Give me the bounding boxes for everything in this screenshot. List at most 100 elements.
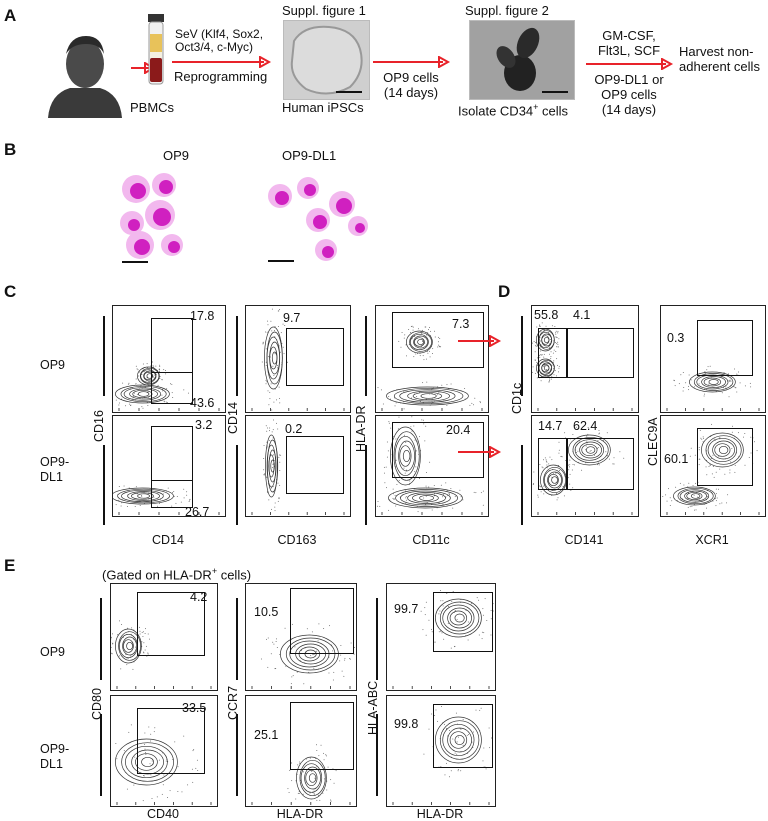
event-dot <box>193 749 195 751</box>
event-dot <box>434 330 436 332</box>
event-dot <box>485 768 487 770</box>
event-dot <box>683 387 685 389</box>
event-dot <box>484 598 486 600</box>
density-contour <box>551 476 558 484</box>
density-contour <box>703 377 722 387</box>
event-dot <box>269 398 271 400</box>
density-contour <box>113 487 174 505</box>
event-dot <box>417 353 419 355</box>
sev-factors-line1: SeV (Klf4, Sox2, <box>175 27 264 41</box>
event-dot <box>490 737 492 739</box>
event-dot <box>275 640 277 642</box>
event-dot <box>437 394 439 396</box>
density-contour <box>412 493 439 503</box>
event-dot <box>732 425 734 427</box>
event-dot <box>153 731 155 733</box>
event-dot <box>443 493 445 495</box>
event-dot <box>721 502 723 504</box>
event-dot <box>395 402 397 404</box>
density-contour <box>119 633 138 659</box>
event-dot <box>466 734 468 736</box>
density-contour <box>712 440 735 460</box>
density-contour <box>268 454 275 478</box>
density-contour <box>442 604 475 632</box>
event-dot <box>705 507 707 509</box>
event-dot <box>121 623 123 625</box>
event-dot <box>163 774 165 776</box>
event-dot <box>448 494 450 496</box>
event-dot <box>386 456 388 458</box>
event-dot <box>264 331 266 333</box>
event-dot <box>704 393 706 395</box>
event-dot <box>411 430 413 432</box>
op9-coculture-line2: (14 days) <box>383 85 439 100</box>
event-dot <box>539 340 541 342</box>
gate <box>566 328 634 378</box>
event-dot <box>169 790 171 792</box>
gate <box>137 708 205 774</box>
event-dot <box>159 366 161 368</box>
event-dot <box>262 343 264 345</box>
event-dot <box>556 346 558 348</box>
flow-plot-c1-op9dl1 <box>112 415 226 517</box>
event-dot <box>159 376 161 378</box>
event-dot <box>274 353 276 355</box>
event-dot <box>322 792 324 794</box>
density-contour <box>673 486 716 506</box>
event-dot <box>153 377 155 379</box>
event-dot <box>153 496 155 498</box>
event-dot <box>434 714 436 716</box>
event-dot <box>417 328 419 330</box>
gate-value: 60.1 <box>664 452 689 466</box>
event-dot <box>725 386 727 388</box>
event-dot <box>425 503 427 505</box>
event-dot <box>442 503 444 505</box>
event-dot <box>422 629 424 631</box>
event-dot <box>142 368 144 370</box>
event-dot <box>265 361 267 363</box>
density-contour <box>139 367 160 385</box>
event-dot <box>689 506 691 508</box>
event-dot <box>128 382 130 384</box>
event-dot <box>139 633 141 635</box>
pbmc-label: PBMCs <box>130 100 175 115</box>
event-dot <box>462 499 464 501</box>
event-dot <box>333 782 335 784</box>
event-dot <box>116 634 118 636</box>
event-dot <box>465 609 467 611</box>
flow-plot-e2-op9 <box>245 583 357 691</box>
event-dot <box>694 482 696 484</box>
event-dot <box>296 671 298 673</box>
event-dot <box>727 373 729 375</box>
event-dot <box>459 489 461 491</box>
event-dot <box>698 458 700 460</box>
op9-cytospin-image <box>120 173 183 263</box>
event-dot <box>479 401 481 403</box>
event-dot <box>441 705 443 707</box>
gate <box>538 438 568 490</box>
event-dot <box>423 359 425 361</box>
event-dot <box>585 449 587 451</box>
event-dot <box>731 448 733 450</box>
density-contour <box>419 495 434 501</box>
event-dot <box>688 389 690 391</box>
event-dot <box>326 789 328 791</box>
arrow-icon <box>586 58 674 70</box>
event-dot <box>571 469 573 471</box>
density-contour <box>693 373 734 391</box>
event-dot <box>188 501 190 503</box>
event-dot <box>135 383 137 385</box>
event-dot <box>438 613 440 615</box>
event-dot <box>440 630 442 632</box>
event-dot <box>310 655 312 657</box>
density-contour <box>390 426 421 486</box>
event-dot <box>151 760 153 762</box>
event-dot <box>553 360 555 362</box>
event-dot <box>429 356 431 358</box>
event-dot <box>400 346 402 348</box>
flow-plot-e1-op9dl1 <box>110 695 218 807</box>
event-dot <box>673 380 675 382</box>
event-dot <box>139 626 141 628</box>
event-dot <box>707 366 709 368</box>
y-axis-line <box>365 316 367 396</box>
